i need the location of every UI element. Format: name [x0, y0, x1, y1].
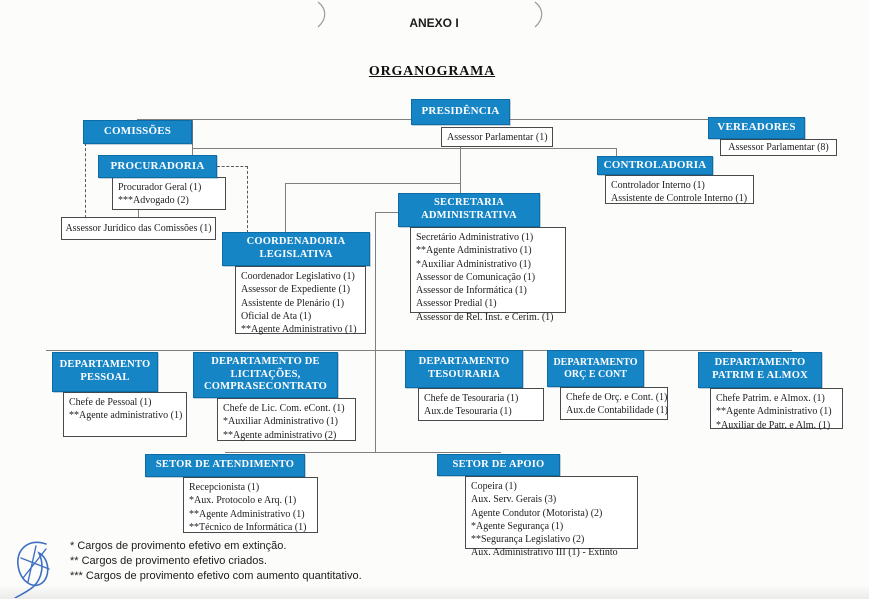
- role-line: Aux. Serv. Gerais (3): [471, 494, 557, 506]
- detail-coordenadoria: Coordenador Legislativo (1) Assessor de …: [235, 266, 366, 336]
- role-line: ***Advogado (2): [118, 195, 189, 207]
- detail-licitacoes: Chefe de Lic. Com. eCont. (1) *Auxiliar …: [217, 398, 356, 441]
- role-line: Assessor Jurídico das Comissões (1): [65, 223, 212, 234]
- node-departamento-pessoal: DEPARTAMENTO PESSOAL: [52, 352, 158, 392]
- node-coordenadoria-legislativa: COORDENADORIA LEGISLATIVA: [222, 232, 370, 266]
- detail-pessoal: Chefe de Pessoal (1) **Agente administra…: [63, 392, 187, 437]
- role-line: Assessor de Expediente (1): [241, 284, 351, 296]
- connector-second-level: [192, 148, 617, 149]
- footnote-line: *** Cargos de provimento efetivo com aum…: [70, 569, 362, 582]
- role-line: Oficial de Ata (1): [241, 310, 312, 322]
- signature-scribble: [14, 541, 50, 598]
- role-line: Copeira (1): [471, 481, 517, 492]
- node-setor-atendimento: SETOR DE ATENDIMENTO: [145, 454, 305, 477]
- node-vereadores: VEREADORES: [708, 117, 805, 139]
- detail-atendimento: Recepcionista (1) *Aux. Protocolo e Arq.…: [183, 477, 318, 533]
- role-line: *Auxiliar Administrativo (1): [223, 416, 338, 428]
- node-departamento-tesouraria: DEPARTAMENTO TESOURARIA: [405, 350, 523, 388]
- role-line: **Segurança Legislativo (2): [471, 534, 585, 546]
- role-line: Controlador Interno (1): [611, 180, 705, 191]
- role-line: **Agente Administrativo (1): [241, 324, 357, 336]
- role-line: **Agente Administrativo (1): [416, 245, 532, 257]
- node-controladoria: CONTROLADORIA: [597, 156, 713, 175]
- connector-procuradoria-juridico: [138, 209, 139, 218]
- connector-comissoes-procuradoria: [192, 119, 193, 156]
- role-line: Assistente de Controle Interno (1): [611, 193, 748, 205]
- detail-patrim-almox: Chefe Patrim. e Almox. (1) **Agente Admi…: [710, 388, 843, 431]
- role-line: Secretário Administrativo (1): [416, 232, 534, 243]
- role-line: *Agente Segurança (1): [471, 520, 564, 532]
- role-line: *Auxiliar Administrativo (1): [416, 258, 531, 270]
- role-line: Chefe de Orç. e Cont. (1): [566, 392, 668, 403]
- connector-dashed-comissoes: [85, 143, 86, 218]
- connector-central-trunk: [375, 212, 376, 453]
- role-line: Recepcionista (1): [189, 482, 260, 493]
- node-departamento-patrim-almox: DEPARTAMENTO PATRIM E ALMOX: [698, 352, 822, 388]
- detail-orc-cont: Chefe de Orç. e Cont. (1) Aux.de Contabi…: [560, 387, 668, 420]
- node-setor-apoio: SETOR DE APOIO: [437, 454, 560, 476]
- connector-dashed-coordenadoria: [247, 166, 248, 233]
- role-line: *Auxiliar de Patr. e Alm. (1): [716, 419, 831, 431]
- footnote-line: * Cargos de provimento efetivo em extinç…: [70, 540, 287, 552]
- connector-coordenadoria-drop: [285, 183, 286, 233]
- detail-assessor-juridico: Assessor Jurídico das Comissões (1): [61, 217, 216, 240]
- detail-tesouraria: Chefe de Tesouraria (1) Aux.de Tesourari…: [418, 388, 544, 421]
- node-procuradoria: PROCURADORIA: [98, 155, 217, 178]
- scan-curl-artifact-left: [317, 1, 326, 28]
- footnote-line: ** Cargos de provimento efetivo criados.: [70, 554, 267, 567]
- detail-secretaria: Secretário Administrativo (1) **Agente A…: [410, 227, 566, 323]
- role-line: Assessor Predial (1): [416, 298, 497, 310]
- role-line: Assistente de Plenário (1): [241, 297, 345, 309]
- role-line: **Agente Administrativo (1): [189, 508, 305, 520]
- role-line: Assessor de Comunicação (1): [416, 271, 536, 283]
- role-line: Chefe de Lic. Com. eCont. (1): [223, 403, 345, 414]
- page-title: ORGANOGRAMA: [368, 64, 496, 79]
- node-secretaria-administrativa: SECRETARIA ADMINISTRATIVA: [398, 193, 540, 227]
- connector-coordenadoria-branch: [285, 183, 461, 184]
- connector-presidencia-secretaria: [460, 146, 461, 194]
- footnotes: * Cargos de provimento efetivo em extinç…: [70, 539, 362, 584]
- connector-setores: [225, 452, 501, 453]
- role-line: Chefe de Tesouraria (1): [424, 393, 519, 404]
- role-line: Assessor de Rel. Inst. e Cerim. (1): [416, 311, 554, 323]
- role-line: Chefe de Pessoal (1): [69, 397, 152, 408]
- role-line: **Agente administrativo (2): [223, 429, 337, 441]
- detail-procuradoria: Procurador Geral (1) ***Advogado (2): [112, 177, 226, 210]
- role-line: Assessor Parlamentar (8): [728, 142, 829, 153]
- scan-curl-artifact-right: [534, 1, 543, 28]
- role-line: Assessor de Informática (1): [416, 285, 527, 297]
- detail-presidencia: Assessor Parlamentar (1): [441, 127, 553, 147]
- node-departamento-orc-cont: DEPARTAMENTO ORÇ E CONT: [547, 350, 644, 387]
- role-line: Agente Condutor (Motorista) (2): [471, 507, 603, 519]
- node-departamento-licitacoes: DEPARTAMENTO DE LICITAÇÕES, COMPRASECONT…: [193, 352, 338, 398]
- connector-secretaria-stub: [375, 212, 399, 213]
- role-line: *Aux. Protocolo e Arq. (1): [189, 495, 297, 507]
- role-line: Chefe Patrim. e Almox. (1): [716, 393, 825, 404]
- role-line: **Técnico de Informática (1): [189, 521, 307, 533]
- role-line: Aux.de Tesouraria (1): [424, 406, 512, 418]
- role-line: Coordenador Legislativo (1): [241, 271, 355, 282]
- role-line: **Agente Administrativo (1): [716, 406, 832, 418]
- connector-controladoria-drop: [616, 148, 617, 157]
- role-line: Aux. Administrativo III (1) - Extinto: [471, 547, 618, 559]
- connector-dashed-procuradoria: [217, 166, 248, 167]
- annex-title: ANEXO I: [409, 16, 459, 30]
- role-line: Aux.de Contabilidade (1): [566, 405, 668, 417]
- role-line: Procurador Geral (1): [118, 182, 202, 193]
- role-line: Assessor Parlamentar (1): [447, 132, 548, 143]
- detail-apoio: Copeira (1) Aux. Serv. Gerais (3) Agente…: [465, 476, 638, 558]
- detail-controladoria: Controlador Interno (1) Assistente de Co…: [605, 175, 754, 204]
- node-comissoes: COMISSÕES: [83, 120, 192, 144]
- detail-vereadores: Assessor Parlamentar (8): [720, 139, 837, 156]
- role-line: **Agente administrativo (1): [69, 410, 183, 422]
- node-presidencia: PRESIDÊNCIA: [411, 99, 510, 125]
